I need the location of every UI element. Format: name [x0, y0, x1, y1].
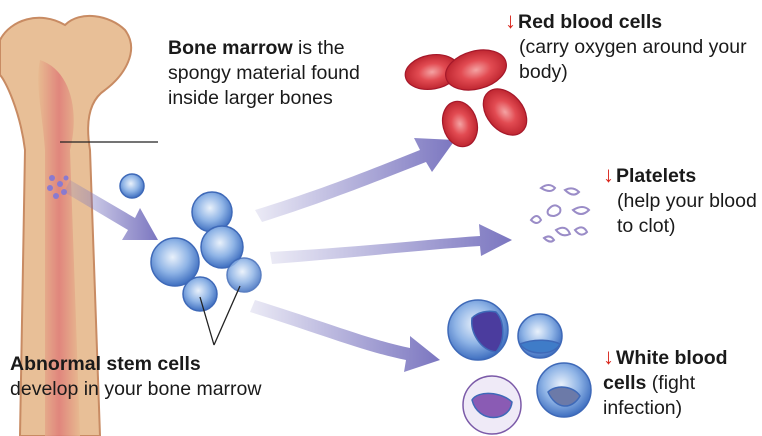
stem-cells-cluster-icon	[120, 174, 261, 311]
bone-marrow-label: Bone marrow is the spongy material found…	[168, 36, 388, 111]
red-blood-cells-title: Red blood cells	[518, 11, 662, 33]
arrow-to-platelets	[270, 224, 512, 264]
down-arrow-icon: ↓	[603, 344, 614, 369]
stem-cells-description: develop in your bone marrow	[10, 378, 261, 400]
red-blood-cells-description: (carry oxygen around your body)	[519, 35, 755, 85]
platelets-title: Platelets	[616, 165, 696, 187]
red-blood-cells-label: ↓Red blood cells (carry oxygen around yo…	[505, 8, 755, 85]
stem-cells-label: Abnormal stem cells develop in your bone…	[10, 352, 270, 402]
platelets-description: (help your blood to clot)	[617, 189, 762, 239]
arrow-to-red-blood-cells	[255, 138, 455, 222]
platelets-label: ↓Platelets (help your blood to clot)	[603, 162, 762, 239]
white-blood-cells-icon	[448, 300, 591, 434]
stem-cells-title: Abnormal stem cells	[10, 353, 201, 375]
down-arrow-icon: ↓	[603, 162, 614, 187]
arrow-to-white-blood-cells	[250, 300, 440, 372]
platelets-icon	[531, 185, 589, 242]
white-blood-cells-label: ↓White blood cells (fight infection)	[603, 344, 762, 421]
bone-marrow-title: Bone marrow	[168, 37, 293, 59]
down-arrow-icon: ↓	[505, 8, 516, 33]
